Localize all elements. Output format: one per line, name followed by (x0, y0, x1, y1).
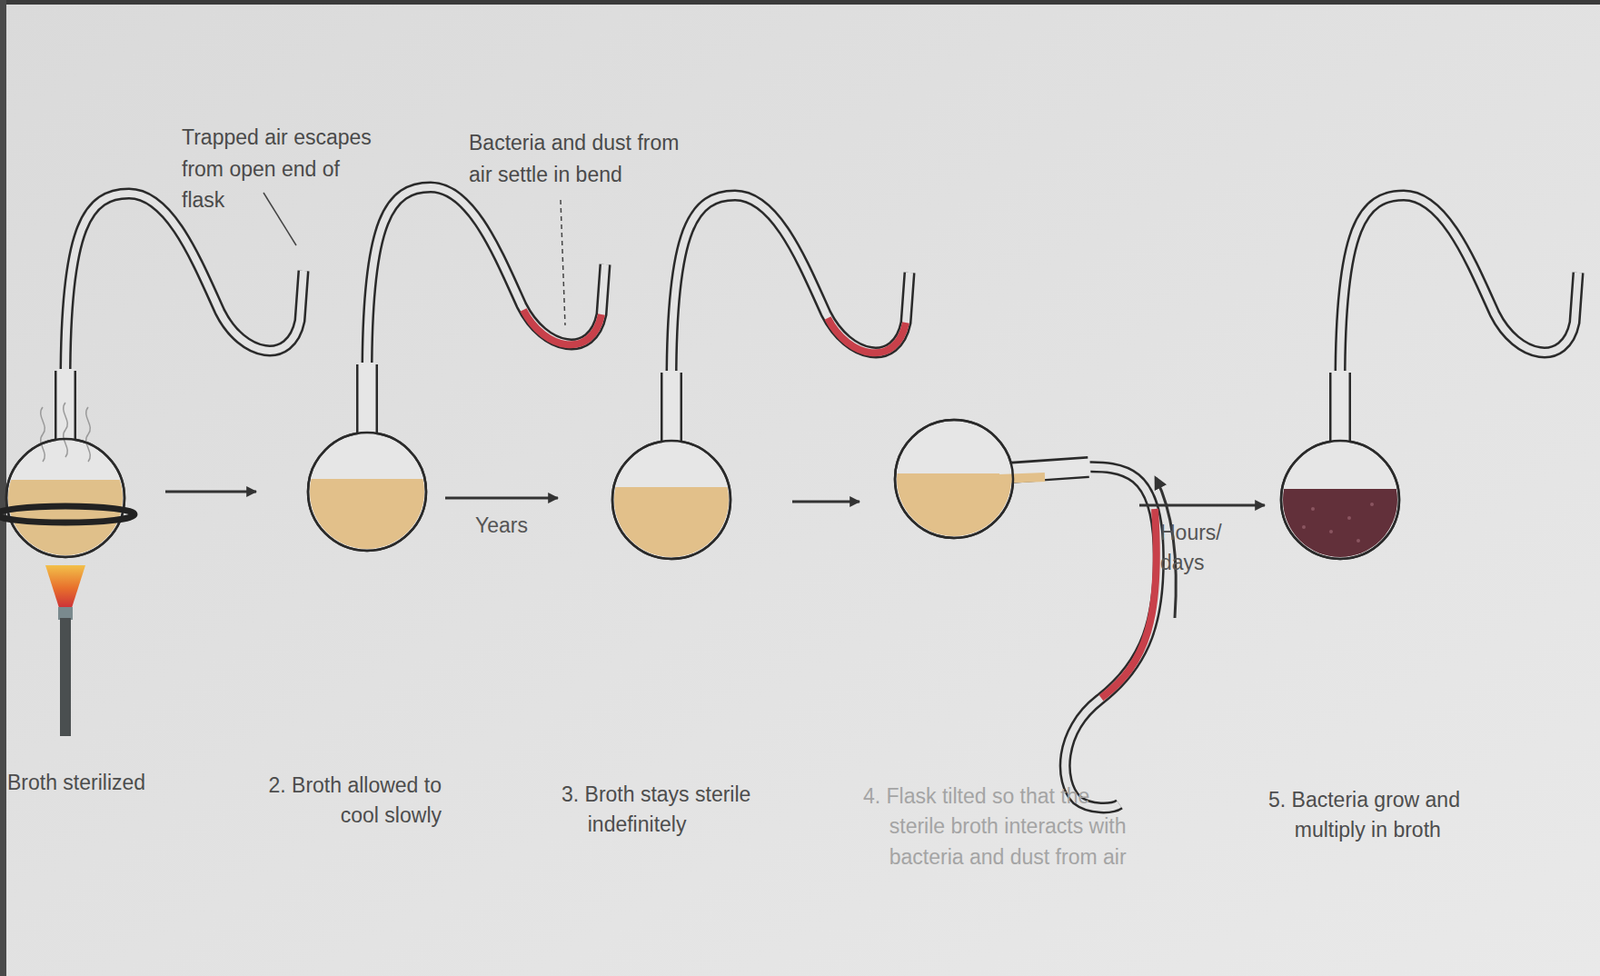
flask-step: Broth sterilized (7, 272, 162, 804)
step-caption: 4. Flask tilted so that the sterile brot… (863, 781, 1136, 873)
step-caption: Broth sterilized (7, 767, 162, 798)
flask-step: 5. Bacteria grow and multiply in broth (1268, 272, 1514, 852)
step-arrow (1139, 504, 1265, 507)
step-caption: 2. Broth allowed to cool slowly (259, 770, 442, 832)
flask-step: 4. Flask tilted so that the sterile brot… (863, 272, 1136, 878)
flask-step: 2. Broth allowed to cool slowly (259, 272, 442, 837)
arrow-label: Hours/ days (1160, 517, 1233, 579)
callout-label: Trapped air escapes from open end of fla… (181, 121, 387, 217)
step-caption: 3. Broth stays sterile indefinitely (561, 779, 789, 841)
flask-step: 3. Broth stays sterile indefinitely (561, 272, 789, 846)
arrow-label: Years (475, 510, 528, 541)
step-arrow (445, 496, 558, 500)
step-arrow (165, 490, 257, 494)
callout-label: Bacteria and dust from air settle in ben… (468, 127, 696, 190)
step-arrow (792, 500, 860, 504)
step-caption: 5. Bacteria grow and multiply in broth (1268, 785, 1514, 846)
